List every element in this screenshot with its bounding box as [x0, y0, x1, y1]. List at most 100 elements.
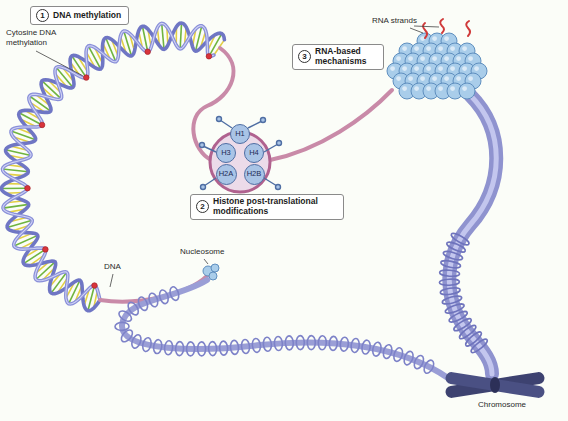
chromatid — [445, 371, 546, 398]
bead-highlight — [420, 56, 425, 61]
callout-number: 3 — [298, 50, 311, 63]
histone-protein: H4 — [244, 143, 264, 163]
coil-loop — [318, 336, 327, 350]
rna-cluster — [387, 33, 487, 99]
tube-coils — [439, 232, 489, 355]
histone-tails — [200, 117, 282, 190]
leader-line — [414, 26, 439, 27]
dna-strand — [2, 23, 225, 311]
tail-dot — [201, 185, 206, 190]
coil-loop — [412, 354, 425, 370]
part-label: Cytosine DNA methylation — [6, 28, 68, 47]
leader-line — [36, 51, 83, 76]
base-pair — [1, 187, 27, 189]
bead-highlight — [450, 46, 455, 51]
rna-strand — [423, 23, 427, 38]
coil-loop — [274, 336, 283, 350]
coil-loop — [340, 337, 349, 352]
coil-loop — [439, 279, 459, 286]
histone-label: H3 — [221, 149, 231, 157]
coil-loop — [372, 342, 383, 357]
bead-highlight — [438, 46, 443, 51]
chromatid — [445, 371, 546, 398]
coil-loop — [382, 344, 393, 360]
mechanism-heading: DNA methylation — [53, 11, 121, 21]
histone-label: H2B — [247, 170, 262, 178]
coil-loop — [153, 339, 163, 354]
bead-highlight — [462, 46, 467, 51]
bead-highlight — [402, 86, 407, 91]
tail-dot — [277, 141, 282, 146]
coil-loop — [442, 250, 463, 262]
bead-highlight — [450, 66, 455, 71]
histone-label: H1 — [235, 130, 245, 138]
base-pair — [180, 23, 181, 49]
coil-loop — [219, 341, 228, 355]
mechanism-heading: RNA-based mechanisms — [315, 47, 377, 67]
methyl-group — [92, 283, 98, 289]
tail-dot — [217, 117, 222, 122]
bead-highlight — [414, 66, 419, 71]
bead-highlight — [390, 66, 395, 71]
histone-protein: H1 — [230, 124, 250, 144]
methyl-group — [83, 75, 89, 81]
bead-highlight — [414, 86, 419, 91]
centromere — [490, 377, 500, 393]
helix-guide — [14, 36, 220, 300]
coil-loop — [444, 302, 465, 315]
part-label: Nucleosome — [180, 247, 224, 257]
coil-loop — [439, 269, 459, 276]
histone-protein: H2A — [216, 164, 237, 185]
tail-dot — [200, 143, 205, 148]
callout-number: 1 — [36, 9, 49, 22]
bead-highlight — [414, 46, 419, 51]
coil-loop — [252, 338, 261, 353]
strand-highlight — [3, 23, 214, 304]
callout-number: 2 — [196, 200, 209, 213]
coil-loop — [422, 359, 435, 375]
coil-loop — [402, 350, 414, 366]
coil-loop — [470, 337, 489, 354]
bead-highlight — [408, 56, 413, 61]
dna-ribbon — [270, 90, 392, 160]
rna-bead — [459, 83, 475, 99]
base-pair — [2, 169, 28, 172]
bead-highlight — [456, 76, 461, 81]
base-pair — [162, 23, 164, 49]
coil-loop — [350, 338, 360, 353]
nucleosome-bead — [209, 272, 217, 280]
coil-loop — [453, 317, 473, 333]
coil-loop — [458, 324, 478, 341]
chromatin-tube — [449, 95, 496, 374]
histone-protein: H2B — [244, 164, 265, 185]
histone-tail — [248, 121, 262, 128]
coil-loop — [450, 232, 470, 247]
coil-loop — [296, 336, 304, 350]
dna-strand — [3, 23, 214, 304]
bead-highlight — [420, 76, 425, 81]
histone-tail — [203, 146, 216, 152]
mechanism-heading: Histone post-translational modifications — [213, 197, 337, 217]
bead-highlight — [432, 56, 437, 61]
bead-highlight — [396, 56, 401, 61]
leader-line — [110, 274, 113, 287]
bead-highlight — [450, 86, 455, 91]
histone-tail — [204, 178, 216, 186]
rna-strand — [466, 21, 470, 36]
bead-highlight — [426, 86, 431, 91]
bead-highlight — [462, 86, 467, 91]
bead-highlight — [462, 66, 467, 71]
coil-loop — [158, 289, 170, 305]
methyl-group — [39, 122, 45, 128]
coil-loop — [117, 309, 133, 323]
coil-loop — [164, 340, 173, 355]
bead-highlight — [426, 46, 431, 51]
coil-loop — [141, 337, 152, 352]
histone-protein: H3 — [216, 143, 236, 163]
bead-highlight — [432, 36, 437, 41]
mechanism-box: 3 RNA-based mechanisms — [292, 44, 384, 70]
coil-loop — [263, 337, 272, 352]
part-label: Chromosome — [478, 400, 526, 410]
